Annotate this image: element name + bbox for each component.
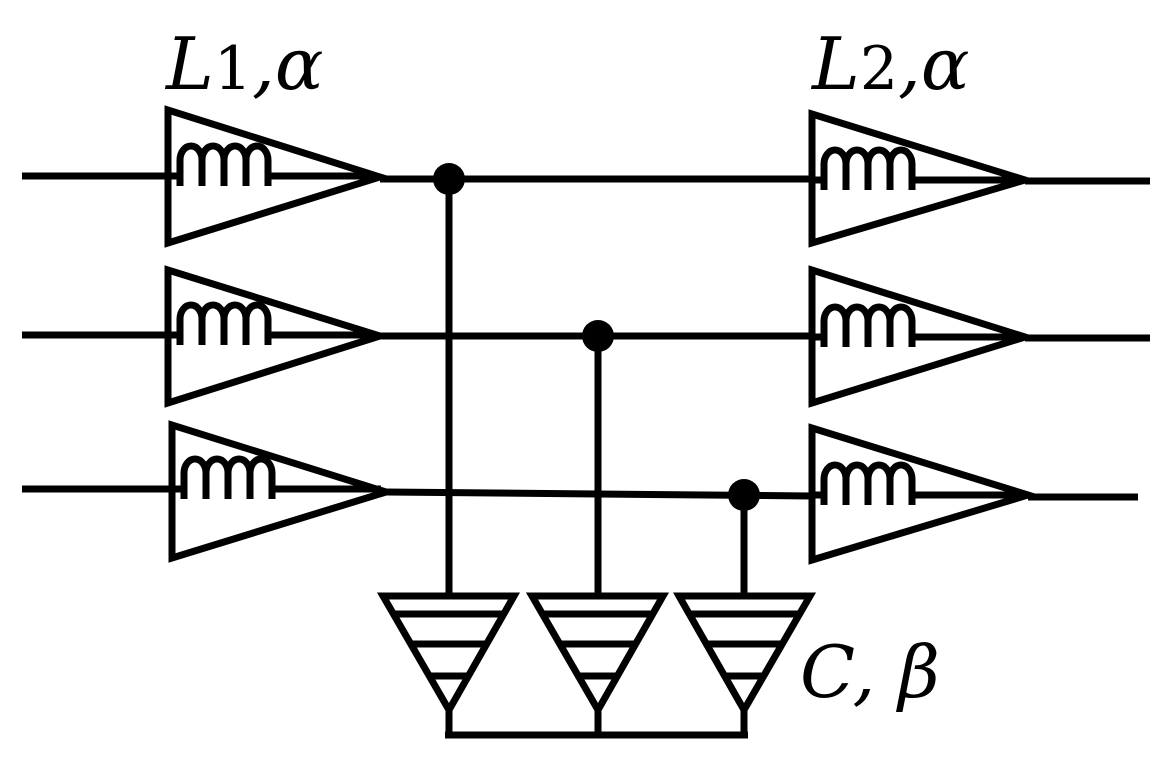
left-inductor-coil-3 (172, 455, 381, 499)
inductor-label-right: L2,α (812, 22, 970, 106)
capacitor-label: C, β (800, 630, 940, 714)
right-inductor-coil-2 (812, 303, 1020, 347)
right-inductor-coil-3 (812, 461, 1023, 505)
junction-node-2 (582, 320, 614, 352)
capacitor-element-3 (672, 592, 817, 718)
left-inductor-coil-2 (168, 301, 375, 345)
capacitor-element-1 (376, 592, 521, 718)
junction-node-3 (728, 479, 760, 511)
inductor-label-left: L1,α (166, 22, 324, 106)
left-inductor-coil-1 (168, 142, 375, 186)
capacitor-element-2 (525, 592, 670, 718)
right-inductor-coil-1 (812, 146, 1020, 190)
junction-node-1 (433, 163, 465, 195)
